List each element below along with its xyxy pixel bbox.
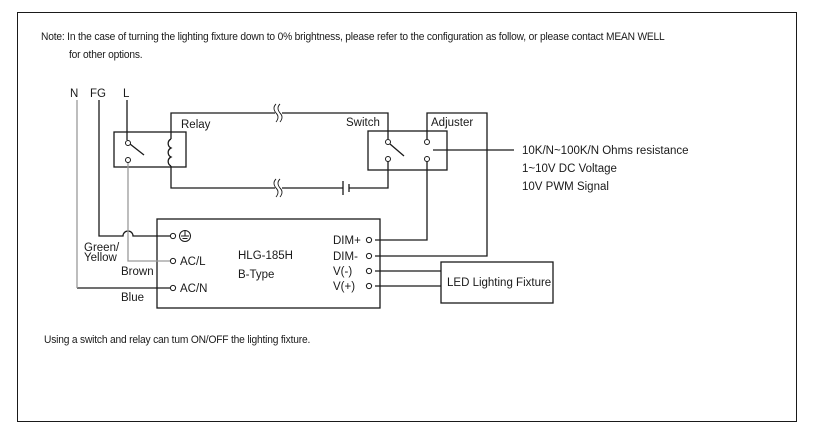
relay-coil (167, 138, 173, 167)
label-vminus: V(-) (333, 266, 352, 278)
wiring-diagram: N FG L Relay Switch Adjuster 10K/N~100K/… (70, 88, 689, 309)
fg-wire (98, 100, 170, 237)
adjuster-contact-top (424, 139, 430, 145)
terminal-vplus (365, 282, 373, 290)
dimming-option-voltage: 1~10V DC Voltage (522, 163, 617, 175)
terminal-dimminus (365, 252, 373, 260)
label-led-fixture: LED Lighting Fixture (447, 277, 551, 289)
break-mark-bottom (273, 178, 283, 198)
label-adjuster: Adjuster (431, 117, 473, 129)
driver-type: B-Type (238, 269, 274, 281)
relay-coil-top-wire (170, 112, 275, 139)
label-dimplus: DIM+ (333, 235, 361, 247)
footer-text: Using a switch and relay can tum ON/OFF … (44, 334, 311, 346)
label-fg: FG (90, 88, 106, 100)
label-relay: Relay (181, 119, 211, 131)
terminal-dimplus (365, 236, 373, 244)
break-mark-top (273, 103, 283, 123)
top-wire-continue (282, 112, 389, 139)
label-switch: Switch (346, 117, 380, 129)
relay-contact-bottom (125, 157, 131, 163)
label-brown: Brown (121, 266, 154, 278)
label-n: N (70, 88, 78, 100)
label-l: L (123, 88, 130, 100)
driver-box (156, 218, 381, 309)
relay-contact-arm (129, 143, 145, 156)
terminal-ground (169, 232, 177, 240)
adjuster-top-wire (375, 112, 488, 257)
label-blue: Blue (121, 292, 144, 304)
label-green: Green/ (84, 242, 120, 254)
dimming-option-pwm: 10V PWM Signal (522, 181, 609, 193)
switch-contact-top (385, 139, 391, 145)
terminal-vminus (365, 267, 373, 275)
dimming-option-resistance: 10K/N~100K/N Ohms resistance (522, 145, 689, 157)
adjuster-to-dimplus-wire (375, 161, 428, 241)
note-line-1: Note: In the case of turning the lightin… (41, 31, 665, 43)
terminal-acl (169, 257, 177, 265)
note-line-2: for other options. (69, 49, 143, 61)
label-acn: AC/N (180, 283, 207, 295)
label-acl: AC/L (180, 256, 206, 268)
label-dimminus: DIM- (333, 251, 358, 263)
led-fixture-box (440, 261, 554, 304)
terminal-acn (169, 284, 177, 292)
relay-contact-top (125, 140, 131, 146)
switch-contact-arm (389, 143, 405, 157)
label-vplus: V(+) (333, 281, 355, 293)
adjuster-contact-bottom (424, 156, 430, 162)
switch-contact-bottom (385, 156, 391, 162)
label-yellow: Yellow (84, 252, 118, 264)
relay-box (113, 131, 187, 168)
driver-model: HLG-185H (238, 250, 293, 262)
relay-coil-bottom-wire (170, 166, 275, 189)
brown-wire (127, 161, 170, 262)
ground-icon (179, 230, 191, 242)
